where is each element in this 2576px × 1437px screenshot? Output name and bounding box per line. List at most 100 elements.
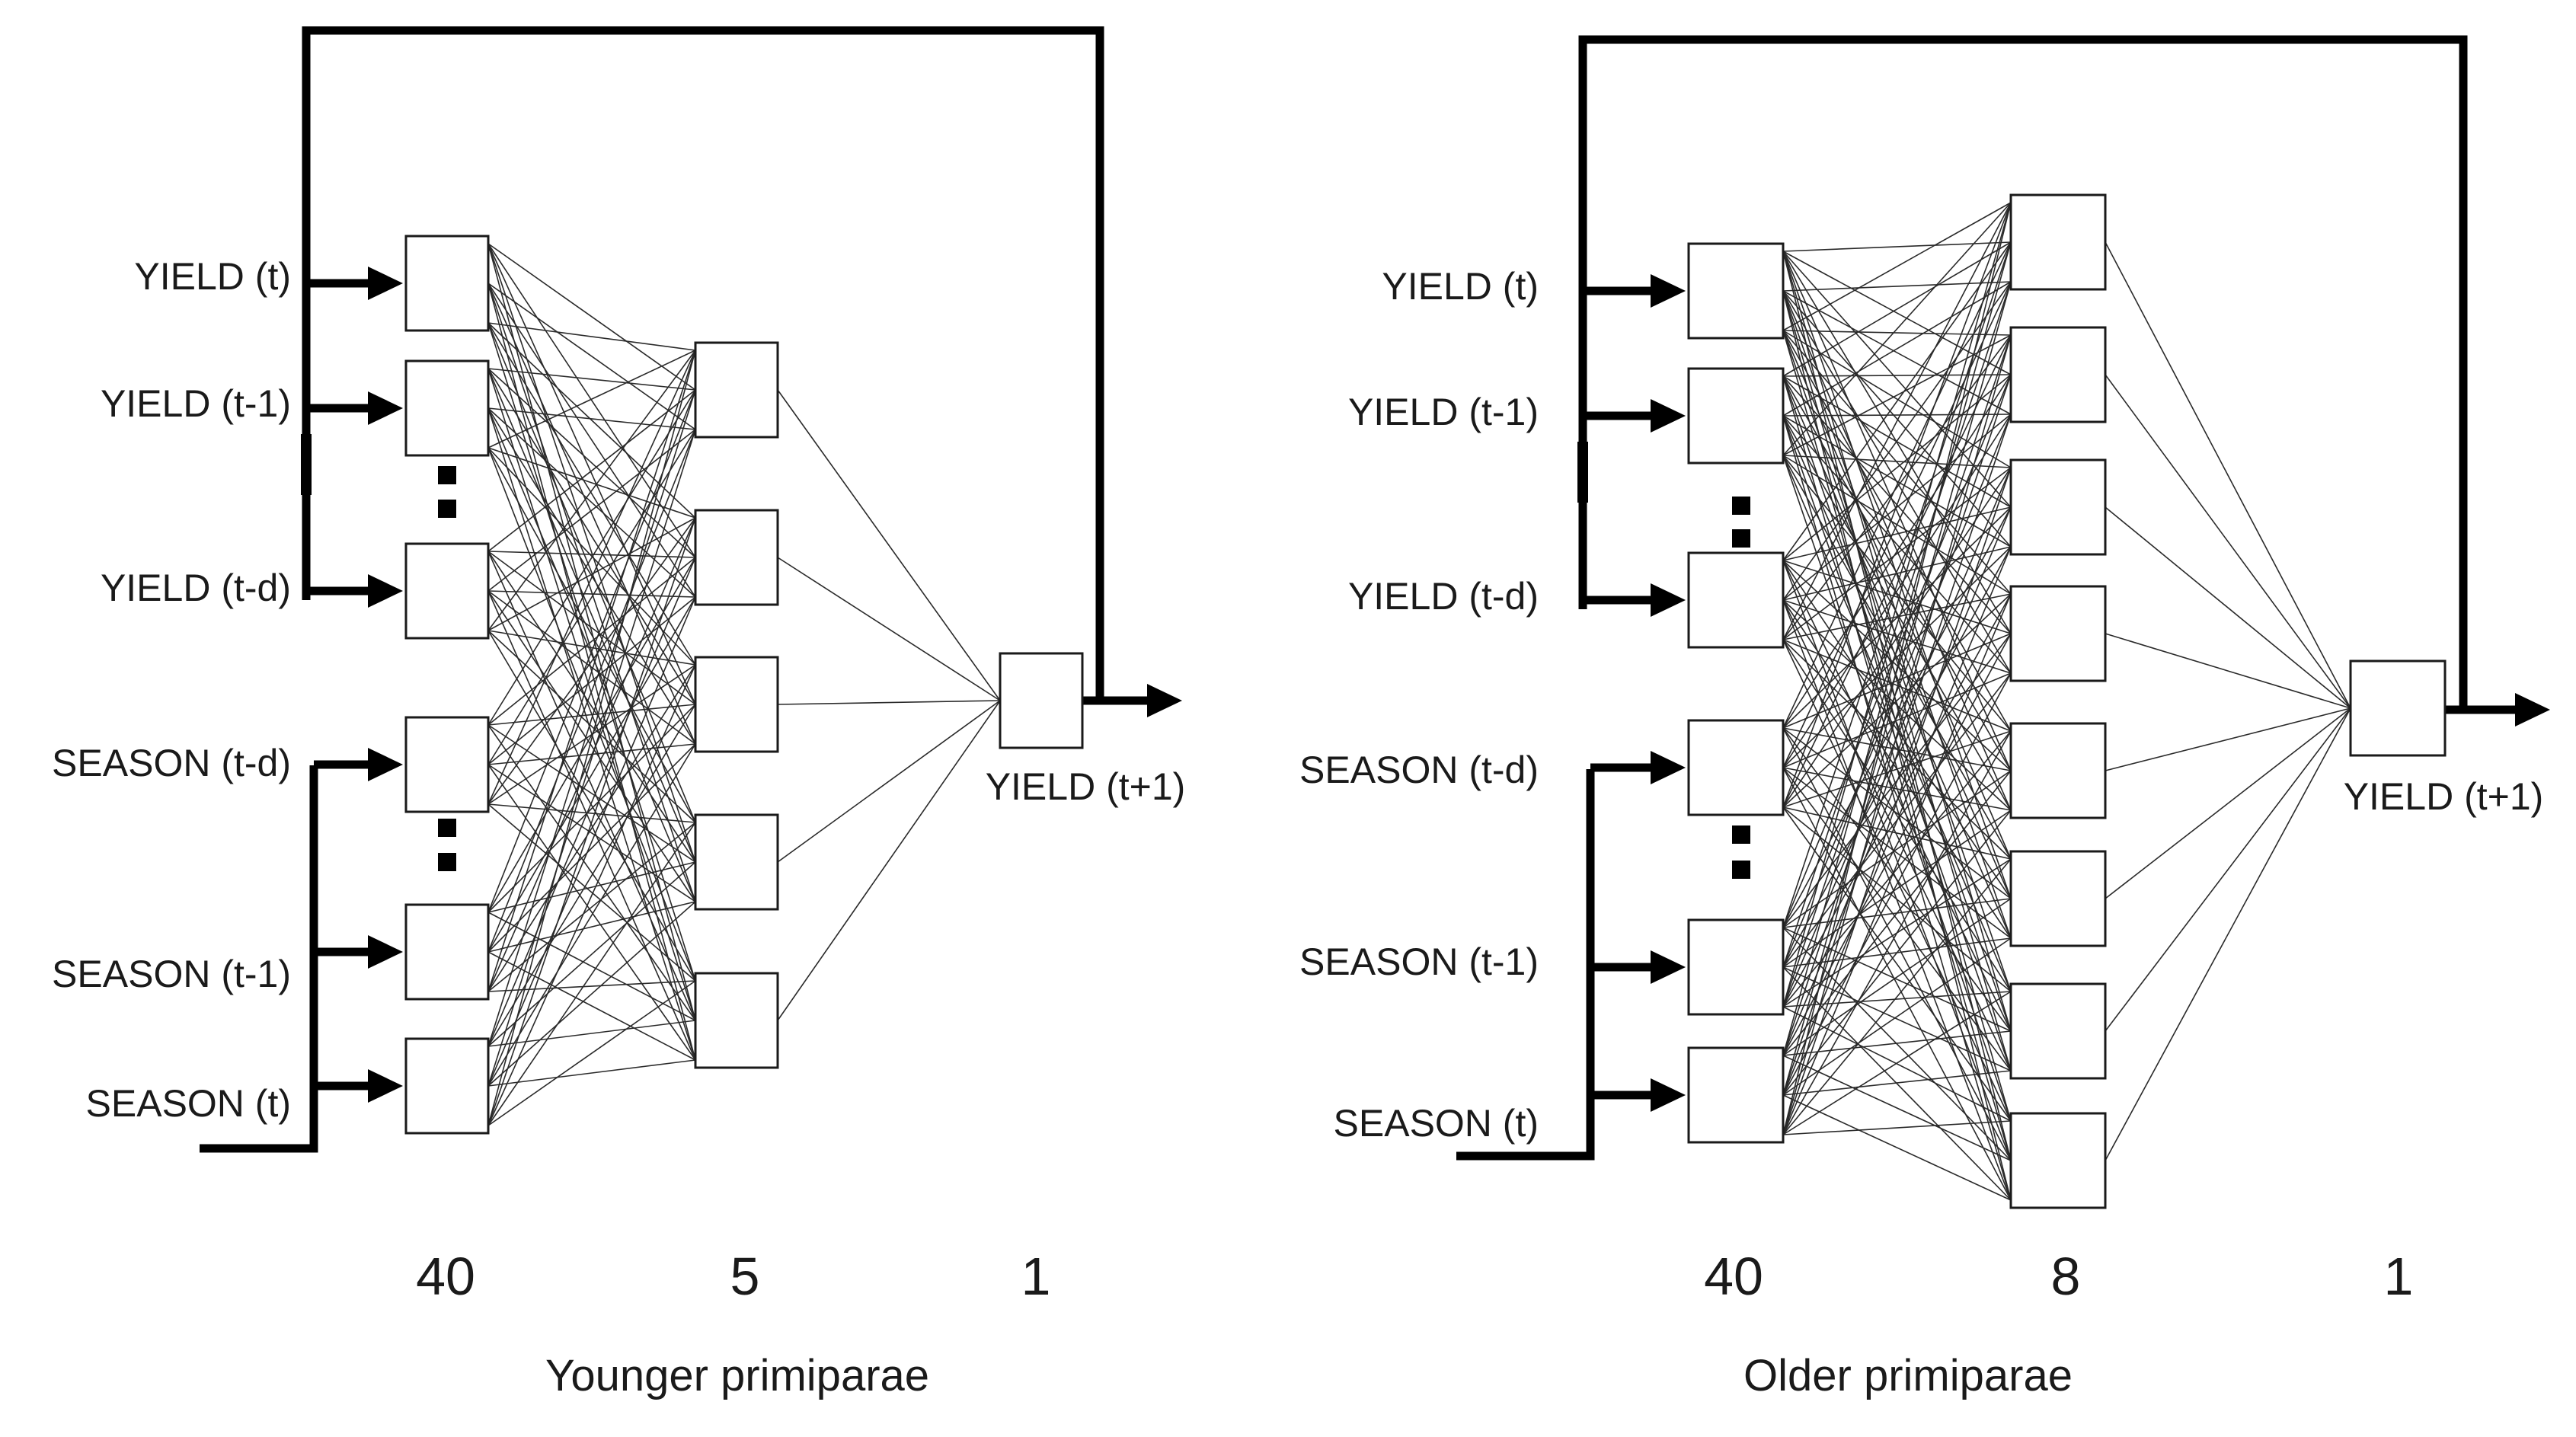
edge-input-hidden bbox=[487, 350, 696, 805]
edge-input-hidden bbox=[1782, 290, 2012, 548]
input-arrow-2-head bbox=[1651, 583, 1686, 617]
edge-input-hidden bbox=[1782, 202, 2012, 808]
hidden-layer bbox=[694, 341, 779, 1069]
edge-input-hidden bbox=[1782, 898, 2012, 1056]
edge-input-hidden bbox=[1782, 374, 2012, 1056]
input-arrow-4-head bbox=[368, 935, 403, 969]
edge-input-hidden bbox=[487, 322, 696, 666]
edge-input-hidden bbox=[1782, 806, 2012, 992]
edge-input-hidden bbox=[487, 429, 696, 1087]
hidden-node-6 bbox=[2009, 982, 2107, 1080]
layer-count-0: 40 bbox=[416, 1247, 475, 1306]
edge-input-hidden bbox=[1782, 767, 2012, 1071]
edge-input-hidden bbox=[1782, 672, 2012, 768]
input-layer bbox=[1687, 242, 1785, 1144]
season-bus-line bbox=[200, 765, 318, 1153]
edge-input-hidden bbox=[487, 724, 696, 1021]
edge-input-hidden bbox=[1782, 633, 2012, 1056]
input-label-3: SEASON (t-d) bbox=[52, 742, 291, 784]
feedback-bus bbox=[200, 26, 1104, 1153]
edge-input-hidden bbox=[487, 283, 696, 902]
hidden-node-1 bbox=[694, 509, 779, 606]
edge-input-hidden bbox=[1782, 202, 2012, 1135]
edge-input-hidden bbox=[1782, 730, 2012, 1135]
edge-input-hidden bbox=[1782, 334, 2012, 640]
output-node bbox=[999, 652, 1084, 749]
input-arrow-5-head bbox=[1651, 1078, 1686, 1112]
input-label-1: YIELD (t-1) bbox=[1348, 391, 1539, 433]
edge-input-hidden bbox=[487, 803, 696, 982]
edge-input-hidden bbox=[1782, 330, 2012, 595]
edge-input-hidden bbox=[1782, 506, 2012, 729]
edge-input-hidden bbox=[1782, 251, 2012, 508]
feedback-bus bbox=[1456, 35, 2468, 1161]
edge-input-hidden bbox=[1782, 467, 2012, 1007]
edge-input-hidden bbox=[487, 664, 696, 1126]
edge-input-hidden bbox=[1782, 506, 2012, 561]
hidden-node-2 bbox=[694, 656, 779, 753]
edge-input-hidden bbox=[1782, 202, 2012, 331]
edge-input-hidden bbox=[1782, 1094, 2012, 1201]
input-arrow-2-head bbox=[368, 574, 403, 608]
edge-input-hidden bbox=[487, 901, 696, 1087]
edge-input-hidden bbox=[487, 951, 696, 1061]
edge-input-hidden bbox=[487, 861, 696, 913]
edge-input-hidden bbox=[1782, 1055, 2012, 1161]
edge-input-hidden bbox=[1782, 374, 2012, 561]
input-label-2: YIELD (t-d) bbox=[1348, 575, 1539, 618]
output-arrow bbox=[1082, 684, 1182, 717]
output-arrow bbox=[2445, 693, 2550, 726]
edge-input-hidden bbox=[1782, 767, 2012, 811]
edge-input-hidden bbox=[1782, 806, 2012, 1122]
edge-input-hidden bbox=[1782, 546, 2012, 1096]
input-arrow-3-head bbox=[368, 748, 403, 781]
layer-count-0: 40 bbox=[1704, 1247, 1763, 1306]
hidden-node-0 bbox=[2009, 193, 2107, 291]
input-node-0 bbox=[404, 235, 490, 332]
input-ellipsis-dot-0 bbox=[1732, 497, 1750, 515]
edge-input-hidden bbox=[1782, 241, 2012, 377]
edge-input-hidden bbox=[1782, 414, 2012, 1096]
edge-input-hidden bbox=[1782, 599, 2012, 811]
layer-count-1: 5 bbox=[730, 1247, 760, 1306]
edge-input-hidden bbox=[1782, 767, 2012, 939]
input-arrow-3 bbox=[1590, 751, 1686, 784]
edge-input-hidden bbox=[487, 283, 696, 598]
edge-input-hidden bbox=[1782, 593, 2012, 808]
yield-bus-segment bbox=[1577, 442, 1588, 503]
edge-input-hidden bbox=[487, 517, 696, 1126]
output-node bbox=[2349, 659, 2447, 757]
edge-input-hidden bbox=[487, 764, 696, 902]
panel-older-primiparae: YIELD (t)YIELD (t-1)YIELD (t-d)SEASON (t… bbox=[1299, 35, 2550, 1400]
edge-input-hidden bbox=[487, 350, 696, 631]
edge-input-hidden bbox=[487, 596, 696, 953]
input-arrow-0-head bbox=[1651, 274, 1686, 308]
panel-caption: Younger primiparae bbox=[545, 1351, 929, 1400]
edge-input-hidden bbox=[487, 704, 696, 726]
edge-input-hidden bbox=[487, 557, 696, 1047]
connection-edges bbox=[487, 243, 1001, 1126]
edge-input-hidden bbox=[1782, 727, 2012, 771]
edge-input-hidden bbox=[1782, 241, 2012, 729]
edge-input-hidden bbox=[1782, 546, 2012, 601]
input-ellipsis-dot-1 bbox=[1732, 825, 1750, 844]
input-arrow-0 bbox=[1583, 274, 1686, 308]
edge-hidden-output bbox=[2105, 707, 2351, 771]
feedback-loop-line bbox=[302, 26, 1104, 701]
edge-input-hidden bbox=[487, 743, 696, 953]
edge-input-hidden bbox=[487, 517, 696, 805]
output-arrow-head bbox=[1147, 684, 1182, 717]
edge-input-hidden bbox=[1782, 202, 2012, 456]
hidden-node-3 bbox=[694, 813, 779, 911]
input-arrow-5-head bbox=[368, 1069, 403, 1103]
input-arrow-3-head bbox=[1651, 751, 1686, 784]
edge-input-hidden bbox=[1782, 560, 2012, 771]
hidden-layer bbox=[2009, 193, 2107, 1209]
edge-input-hidden bbox=[1782, 727, 2012, 1032]
edge-input-hidden bbox=[1782, 241, 2012, 252]
hidden-node-4 bbox=[694, 972, 779, 1069]
edge-input-hidden bbox=[487, 912, 696, 1021]
edge-input-hidden bbox=[487, 596, 696, 765]
